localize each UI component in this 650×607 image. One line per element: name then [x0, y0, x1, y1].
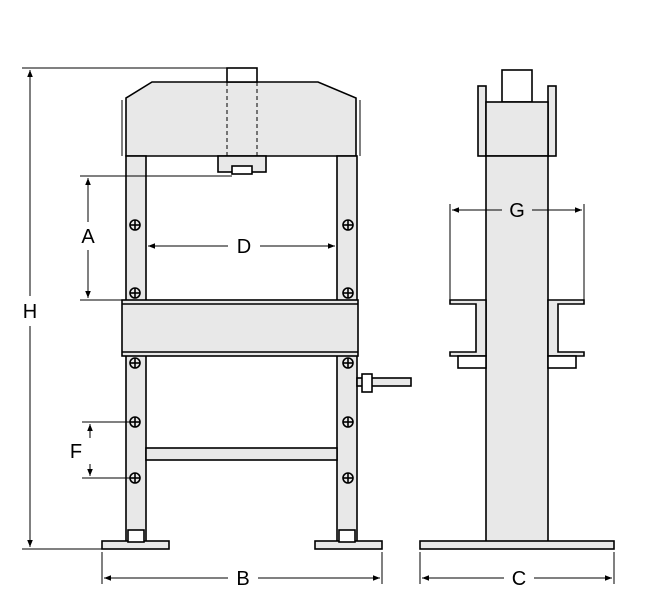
side-left-bracket [449, 299, 487, 357]
label-h: H [23, 301, 37, 323]
front-cylinder [226, 67, 258, 83]
front-bed [121, 299, 359, 357]
side-base [419, 540, 615, 550]
side-right-bracket [547, 299, 585, 357]
label-d: D [237, 236, 251, 258]
front-view [101, 67, 412, 550]
front-head [125, 81, 357, 157]
label-b: B [236, 568, 249, 590]
pump-lever [356, 377, 412, 387]
label-c: C [512, 568, 526, 590]
label-f: F [70, 441, 82, 463]
dimension-lines [22, 67, 615, 584]
label-g: G [509, 200, 525, 222]
front-lower-rail [145, 447, 338, 461]
label-a: A [81, 226, 95, 248]
side-cylinder [501, 69, 533, 103]
side-view [419, 69, 615, 550]
